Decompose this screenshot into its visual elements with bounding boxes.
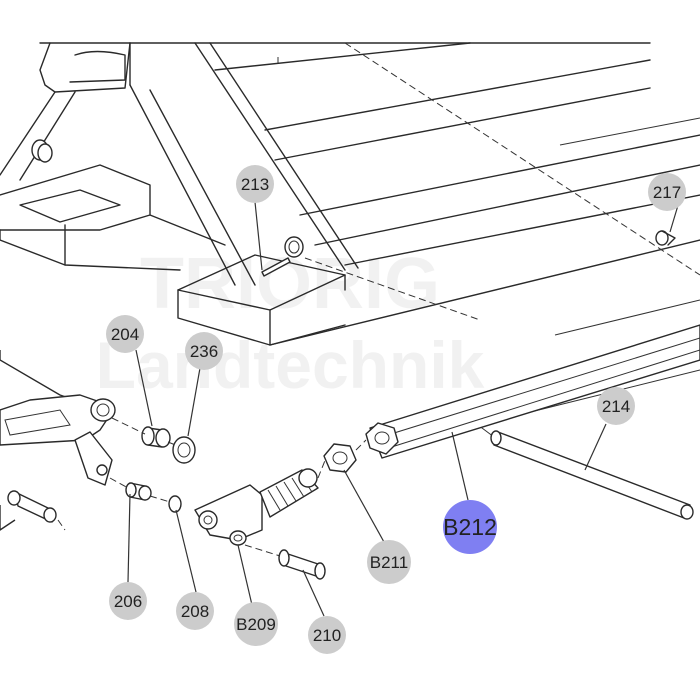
callout-B211-label: B211 [370, 553, 408, 572]
part-208-ring [168, 495, 182, 513]
callout-206[interactable]: 206 [109, 582, 147, 620]
callout-210-circle [308, 616, 346, 654]
callout-208-label: 208 [181, 602, 209, 621]
callout-217-circle [648, 173, 686, 211]
callout-204-circle [106, 315, 144, 353]
callout-236-circle [185, 332, 223, 370]
part-213-pin [261, 257, 291, 277]
parts [125, 257, 700, 580]
callout-217-label: 217 [653, 183, 681, 202]
left-linkage [0, 350, 116, 531]
callout-236-label: 236 [190, 342, 218, 361]
callout-B209-label: B209 [236, 615, 276, 634]
part-236-washer [172, 436, 196, 464]
callout-208[interactable]: 208 [176, 592, 214, 630]
callout-214[interactable]: 214 [597, 387, 635, 425]
callout-213-label: 213 [241, 175, 269, 194]
callout-214-label: 214 [602, 397, 630, 416]
callout-206-circle [109, 582, 147, 620]
part-214-rod [490, 430, 694, 520]
part-B209-clevis [194, 468, 319, 546]
frame-drawing [0, 42, 700, 441]
callout-B212-circle [443, 500, 497, 554]
callouts: 213 217 204 236 214 B212 B211 206 [106, 165, 686, 654]
part-210-pin [278, 549, 326, 580]
assembly-lines [57, 417, 367, 557]
part-B211-nut [323, 443, 357, 473]
callout-B212[interactable]: B212 [443, 500, 497, 554]
callout-206-label: 206 [114, 592, 142, 611]
callout-B209-circle [234, 602, 278, 646]
callout-B212-label: B212 [443, 514, 497, 540]
callout-213-circle [236, 165, 274, 203]
callout-204-label: 204 [111, 325, 139, 344]
callout-208-circle [176, 592, 214, 630]
callout-210[interactable]: 210 [308, 616, 346, 654]
callout-213[interactable]: 213 [236, 165, 274, 203]
callout-210-label: 210 [313, 626, 341, 645]
part-B212-rod [365, 324, 700, 459]
callout-B211[interactable]: B211 [367, 540, 411, 584]
callout-214-circle [597, 387, 635, 425]
leader-lines [127, 191, 683, 617]
callout-204[interactable]: 204 [106, 315, 144, 353]
watermark: TRIORIG Landtechnik [96, 244, 485, 402]
callout-217[interactable]: 217 [648, 173, 686, 211]
callout-B209[interactable]: B209 [234, 602, 278, 646]
callout-236[interactable]: 236 [185, 332, 223, 370]
callout-B211-circle [367, 540, 411, 584]
